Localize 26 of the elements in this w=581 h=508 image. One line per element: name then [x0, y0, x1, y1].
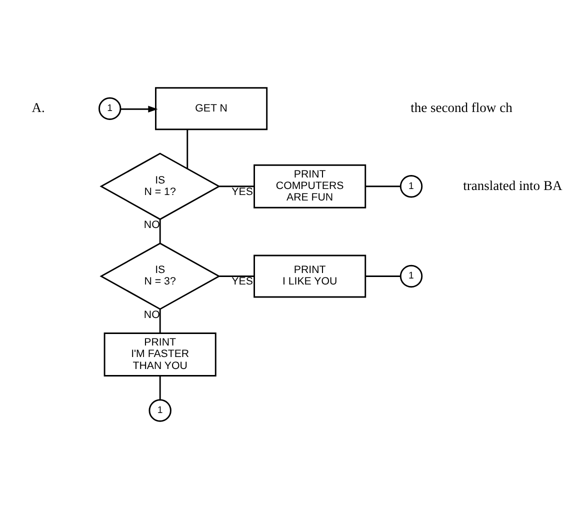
node-box: GET N: [155, 86, 268, 130]
connector: [159, 375, 161, 400]
node-diamond: IS N = 1?: [100, 152, 220, 220]
connector: [366, 185, 400, 187]
connector: [219, 185, 254, 187]
node-circle: 1: [400, 264, 423, 288]
connector: [219, 275, 254, 276]
edge-label: NO: [144, 218, 160, 231]
arrow: [120, 105, 158, 112]
label: A.: [32, 100, 45, 115]
label: translated into BA: [463, 177, 562, 192]
connector: [159, 218, 161, 243]
connector: [159, 308, 161, 333]
connector: [186, 128, 188, 168]
edge-label: YES: [232, 275, 253, 288]
connector: [366, 275, 400, 276]
edge-label: NO: [144, 308, 160, 321]
node-box: PRINT I LIKE YOU: [254, 254, 366, 298]
node-box: PRINT I'M FASTER THAN YOU: [104, 332, 216, 376]
label: the second flow ch: [410, 100, 512, 115]
node-circle: 1: [400, 174, 423, 198]
node-box: PRINT COMPUTERS ARE FUN: [254, 164, 366, 208]
node-diamond: IS N = 3?: [100, 242, 220, 310]
node-circle: 1: [98, 96, 122, 120]
node-circle: 1: [148, 398, 172, 422]
edge-label: YES: [232, 185, 253, 198]
